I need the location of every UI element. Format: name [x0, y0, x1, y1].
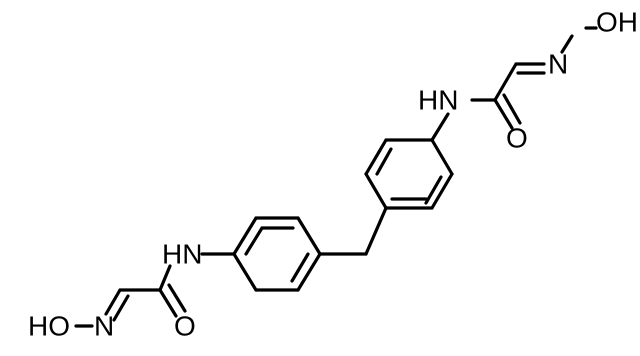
oxime-nitrogen-label-bottom: N — [94, 311, 114, 342]
lower-benzene-ring — [232, 216, 322, 292]
lower-oxime-amide-chain — [74, 252, 236, 328]
carbonyl-oxygen-label-top: O — [506, 123, 528, 154]
carbonyl-oxygen-label-bottom: O — [174, 311, 196, 342]
amide-nh-label-top: HN — [418, 85, 458, 116]
hydroxyl-label-top: OH — [596, 7, 638, 38]
hydroxyl-label-bottom: HO — [28, 311, 70, 342]
methylene-bridge — [318, 206, 388, 256]
upper-oxime-amide-chain — [430, 26, 598, 142]
oxime-nitrogen-label-top: N — [548, 49, 568, 80]
amide-nh-label-bottom: HN — [162, 239, 202, 270]
upper-benzene-ring — [364, 138, 454, 210]
